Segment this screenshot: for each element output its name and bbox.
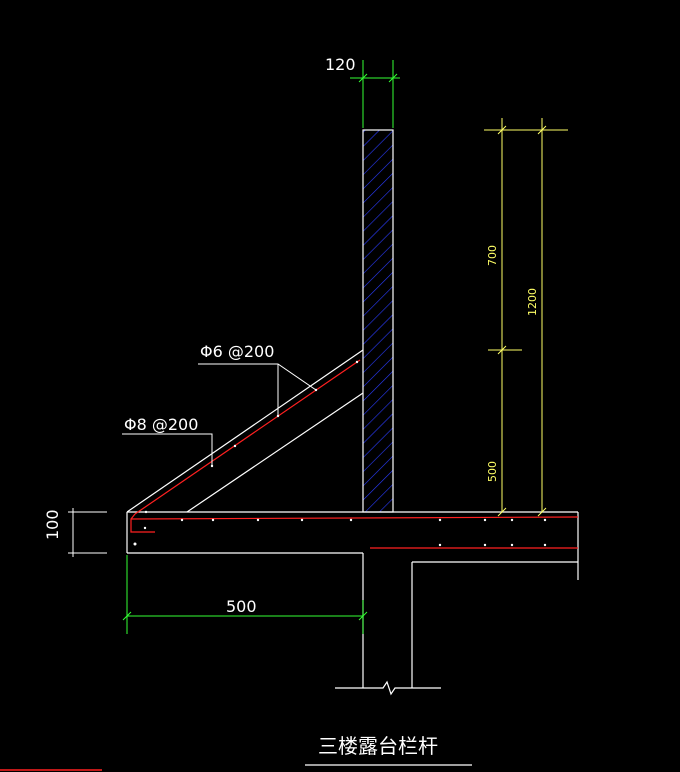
leader-lines (122, 363, 317, 466)
dim-text-lower-height: 500 (486, 461, 499, 482)
drawing-title: 三楼露台栏杆 (318, 734, 438, 758)
rebar-label-lower: Φ8 @200 (124, 415, 198, 434)
dim-cantilever (122, 555, 368, 634)
dim-text-slab-thickness: 100 (43, 509, 62, 540)
parapet-wall (362, 129, 394, 513)
rebar-label-upper: Φ6 @200 (200, 342, 274, 361)
dim-slab-thickness (68, 508, 107, 557)
dim-text-wall-thickness: 120 (325, 55, 356, 74)
dim-heights (484, 118, 568, 517)
bracket-outline (126, 349, 364, 513)
slab-outline (126, 511, 579, 696)
rebar-lines (130, 359, 579, 549)
dim-wall-thickness (350, 60, 400, 128)
dim-text-upper-height: 700 (486, 245, 499, 266)
rebar-dots (133, 360, 547, 547)
dim-text-total-height: 1200 (526, 288, 539, 316)
dim-text-cantilever: 500 (226, 597, 257, 616)
